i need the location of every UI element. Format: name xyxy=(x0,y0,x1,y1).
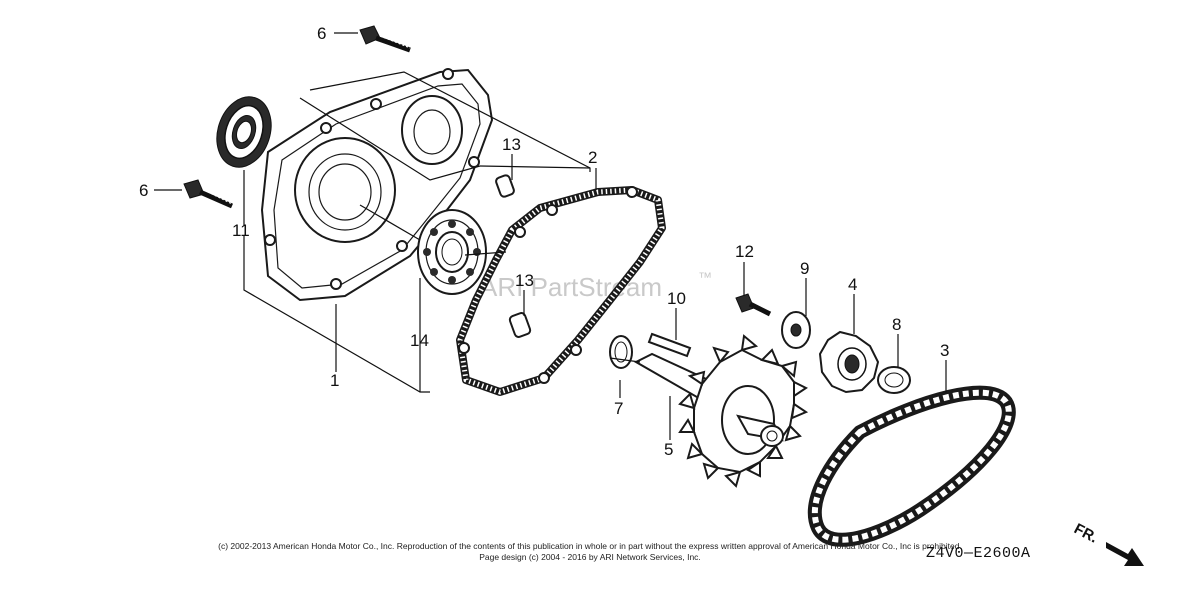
callout-7: 7 xyxy=(614,399,623,418)
callout-5: 5 xyxy=(664,440,673,459)
part-5-shaft-sprocket[interactable] xyxy=(633,334,809,488)
part-11-oil-seal[interactable] xyxy=(208,90,280,175)
watermark-tm: ™ xyxy=(698,269,712,285)
callout-3: 3 xyxy=(940,341,949,360)
watermark: ARI PartStream xyxy=(480,272,662,302)
callout-4: 4 xyxy=(848,275,857,294)
part-6-bolt-lower[interactable] xyxy=(183,179,234,209)
callout-1: 1 xyxy=(330,371,339,390)
page-design-notice: Page design (c) 2004 - 2016 by ARI Netwo… xyxy=(479,552,701,562)
front-direction-arrow-icon: FR. xyxy=(1071,520,1144,566)
part-10-key[interactable] xyxy=(647,332,692,358)
part-4-drive-sprocket[interactable] xyxy=(818,330,880,394)
part-13-dowel-pin-lower[interactable] xyxy=(508,312,532,338)
callout-6-upper: 6 xyxy=(317,24,326,43)
callout-13-lower: 13 xyxy=(515,271,534,290)
part-7-washer[interactable] xyxy=(609,335,633,369)
part-12-bolt[interactable] xyxy=(735,293,772,317)
part-1-case-cover[interactable] xyxy=(260,68,494,302)
direction-label: FR. xyxy=(1071,520,1100,546)
copyright-notice: (c) 2002-2013 American Honda Motor Co., … xyxy=(218,541,962,551)
callout-14: 14 xyxy=(410,331,429,350)
part-6-bolt-upper[interactable] xyxy=(359,25,411,53)
part-13-dowel-pin-upper[interactable] xyxy=(495,174,515,198)
part-14-bearing[interactable] xyxy=(417,209,487,295)
callout-8: 8 xyxy=(892,315,901,334)
callout-11: 11 xyxy=(232,221,250,240)
part-2-gasket[interactable] xyxy=(456,186,666,396)
callout-2: 2 xyxy=(588,148,597,167)
leader-lines xyxy=(154,32,947,440)
callout-10: 10 xyxy=(667,289,686,308)
part-9-washer[interactable] xyxy=(781,311,811,349)
diagram-code: Z4V0—E2600A xyxy=(926,545,1031,562)
callout-labels: 6 6 11 1 14 13 13 2 7 10 5 12 9 4 8 3 xyxy=(139,24,949,459)
callout-12: 12 xyxy=(735,242,754,261)
callout-13-upper: 13 xyxy=(502,135,521,154)
part-3-chain[interactable] xyxy=(807,385,1016,547)
part-8-washer[interactable] xyxy=(877,366,911,394)
callout-6-lower: 6 xyxy=(139,181,148,200)
callout-9: 9 xyxy=(800,259,809,278)
